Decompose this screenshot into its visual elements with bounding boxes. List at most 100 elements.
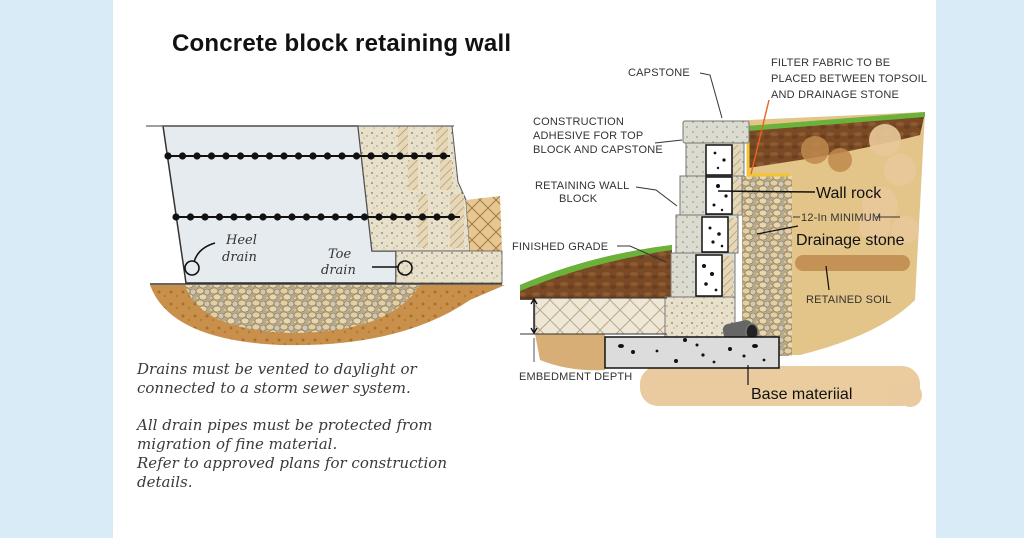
page-title: Concrete block retaining wall (172, 30, 512, 57)
core-gravel-dots (702, 151, 728, 292)
block-core (408, 160, 418, 190)
grass-upper (748, 112, 925, 131)
retaining-wall-block-label: BLOCK (559, 193, 598, 205)
retained-soil-label: RETAINED SOIL (806, 294, 892, 306)
retained-soil-leader (825, 265, 830, 291)
gravel-base (185, 285, 420, 333)
drain-pipe-icon (722, 320, 759, 341)
geogrid-node (230, 213, 238, 221)
geogrid-node (404, 213, 412, 221)
block-core (436, 126, 448, 156)
right-cross-section: CAPSTONE FILTER FABRIC TO BE PLACED BETW… (512, 57, 927, 407)
filter-fabric (746, 134, 790, 177)
block-core (398, 126, 408, 156)
note-paragraph: Drains must be vented to daylight or con… (137, 360, 417, 397)
toe-slab (395, 250, 503, 284)
geogrid-node (331, 213, 340, 221)
filter-fabric-label: PLACED BETWEEN TOPSOIL (771, 73, 927, 85)
block-core (450, 194, 464, 248)
geogrid-upper (164, 152, 450, 160)
heel-drain-label: drain (222, 250, 257, 265)
block-cores (695, 144, 733, 297)
geogrid-node (410, 152, 419, 160)
geogrid-node (360, 213, 369, 221)
wall-rock-leader (717, 190, 816, 193)
geogrid-node (294, 152, 303, 160)
geogrid-node (273, 213, 282, 221)
geogrid-node (236, 152, 245, 160)
geogrid-node (389, 213, 398, 221)
heel-drain-label: Heel (225, 233, 257, 248)
adhesive-label: ADHESIVE FOR TOP (533, 130, 643, 142)
geogrid-node (396, 152, 404, 160)
geogrid-node (215, 213, 224, 221)
capstone-leader (699, 72, 723, 119)
toe-drain-label: Toe (328, 247, 351, 262)
annotation-highlight (859, 124, 919, 244)
finished-grade-label: FINISHED GRADE (512, 241, 608, 253)
capstone-label: CAPSTONE (628, 67, 690, 79)
geogrid-node (222, 152, 230, 160)
grass-lower (520, 245, 672, 291)
geogrid-node (367, 152, 375, 160)
toe-drain-label: drain (321, 263, 356, 278)
geogrid-node (433, 213, 441, 221)
geogrid-node (323, 152, 332, 160)
retaining-wall-block-label: RETAINING WALL (535, 180, 629, 192)
finished-grade-leader (617, 245, 667, 263)
geogrid-node (259, 213, 267, 221)
filter-fabric-label: AND DRAINAGE STONE (771, 89, 899, 101)
geogrid-node (265, 152, 274, 160)
geogrid-node (375, 213, 383, 221)
drainage-stone-label: Drainage stone (796, 232, 905, 249)
embedment-depth-label: EMBEDMENT DEPTH (519, 371, 632, 383)
adhesive-leader (654, 139, 683, 144)
note-paragraph: Refer to approved plans for construction… (137, 454, 447, 491)
paving (466, 196, 502, 251)
notes-block: Drains must be vented to daylight or con… (137, 360, 477, 492)
block-core (418, 194, 428, 248)
geogrid-node (302, 213, 311, 221)
geogrid-node (280, 152, 288, 160)
geogrid-node (172, 213, 180, 221)
geogrid-node (352, 152, 361, 160)
geogrid-node (418, 213, 427, 221)
geogrid-node (425, 152, 433, 160)
toe-drain-pipe-icon (397, 260, 413, 276)
geogrid-lower (172, 213, 460, 221)
geogrid-node (244, 213, 253, 221)
filter-fabric-label: FILTER FABRIC TO BE (771, 57, 890, 69)
geogrid-node (381, 152, 390, 160)
heel-drain-arrow (193, 242, 216, 263)
embedment-paving (534, 297, 668, 335)
minimum-label: 12-In MINIMUM (801, 212, 881, 224)
filter-fabric-leader (750, 99, 770, 175)
drainage-stone-leader (756, 225, 799, 235)
geogrid-node (309, 152, 317, 160)
footing-aggregate (618, 338, 766, 364)
adhesive-label: BLOCK AND CAPSTONE (533, 144, 663, 156)
retained-soil (748, 112, 925, 355)
geogrid-node (201, 213, 209, 221)
annotation-highlight (640, 364, 922, 407)
adhesive-label: CONSTRUCTION (533, 116, 624, 128)
geogrid-node (439, 152, 448, 160)
topsoil-lower (520, 245, 672, 300)
wall-rock-label: Wall rock (816, 185, 882, 202)
geogrid-node (317, 213, 325, 221)
note-paragraph: All drain pipes must be protected from m… (137, 416, 433, 453)
block-leader (635, 186, 678, 207)
left-cross-section: Heel drain Toe drain (146, 125, 505, 346)
block-core (440, 160, 452, 190)
heel-drain-pipe-icon (184, 260, 200, 276)
capstone (682, 120, 750, 144)
geogrid-node (164, 152, 172, 160)
annotation-highlight (795, 136, 910, 271)
geogrid-node (207, 152, 216, 160)
geogrid-node (346, 213, 354, 221)
base-material-label: Base materiial (751, 386, 852, 403)
geogrid-node (338, 152, 346, 160)
geogrid-node (251, 152, 259, 160)
base-soil (535, 334, 605, 371)
